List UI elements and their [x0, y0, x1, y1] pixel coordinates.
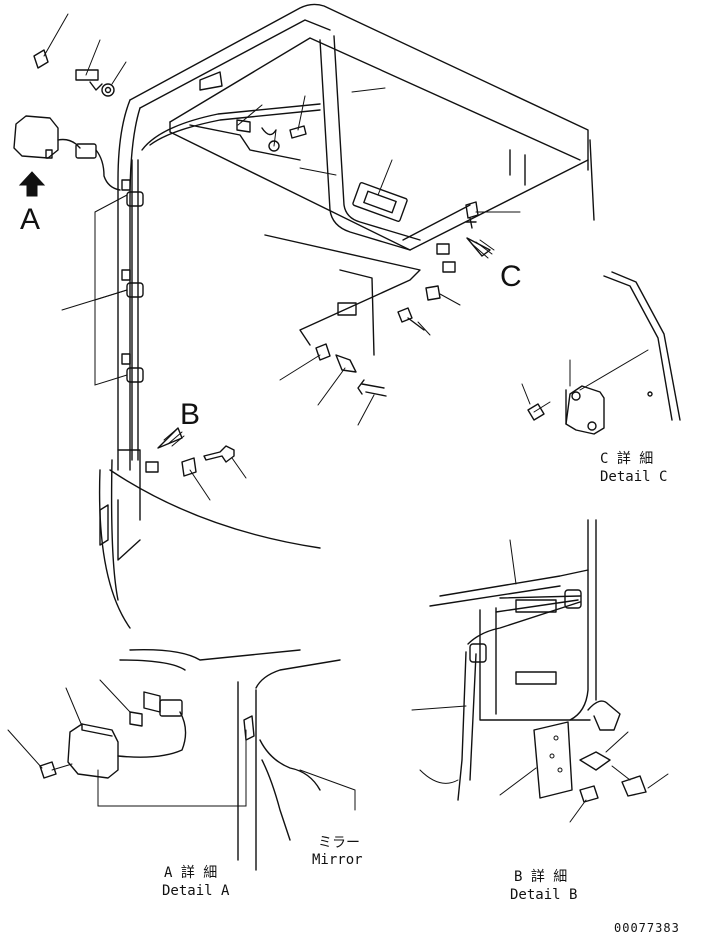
detail-a-caption-en: Detail A	[162, 883, 230, 899]
view-label-a: A	[20, 203, 41, 236]
roof-harness-tubes	[141, 35, 421, 251]
arrow-a-icon	[18, 171, 46, 197]
detail-a-caption-jp: A 詳 細	[164, 865, 218, 881]
detail-c-caption-en: Detail C	[600, 469, 668, 485]
cab-roof-outline	[117, 3, 595, 471]
drawing-number: 00077383	[614, 921, 680, 935]
detail-a-drawing	[7, 649, 356, 871]
detail-c-drawing	[521, 271, 681, 435]
top-left-parts	[13, 13, 127, 191]
detail-b-drawing	[411, 519, 669, 823]
detail-b-caption-en: Detail B	[510, 887, 578, 903]
b-area-parts	[145, 445, 247, 501]
detail-c-caption-jp: C 詳 細	[600, 451, 654, 467]
left-harness-clamps	[61, 159, 144, 461]
view-label-b: B	[180, 398, 201, 431]
center-harness	[264, 201, 521, 426]
cab-lower-outline	[98, 449, 321, 629]
arrow-c-icon	[466, 237, 495, 259]
mirror-label-en: Mirror	[312, 852, 363, 868]
arrow-b-icon	[157, 427, 185, 449]
detail-b-caption-jp: B 詳 細	[514, 869, 568, 885]
roof-center-parts	[236, 87, 408, 222]
view-label-c: C	[500, 260, 522, 293]
mirror-label-jp: ミラー	[318, 835, 360, 851]
